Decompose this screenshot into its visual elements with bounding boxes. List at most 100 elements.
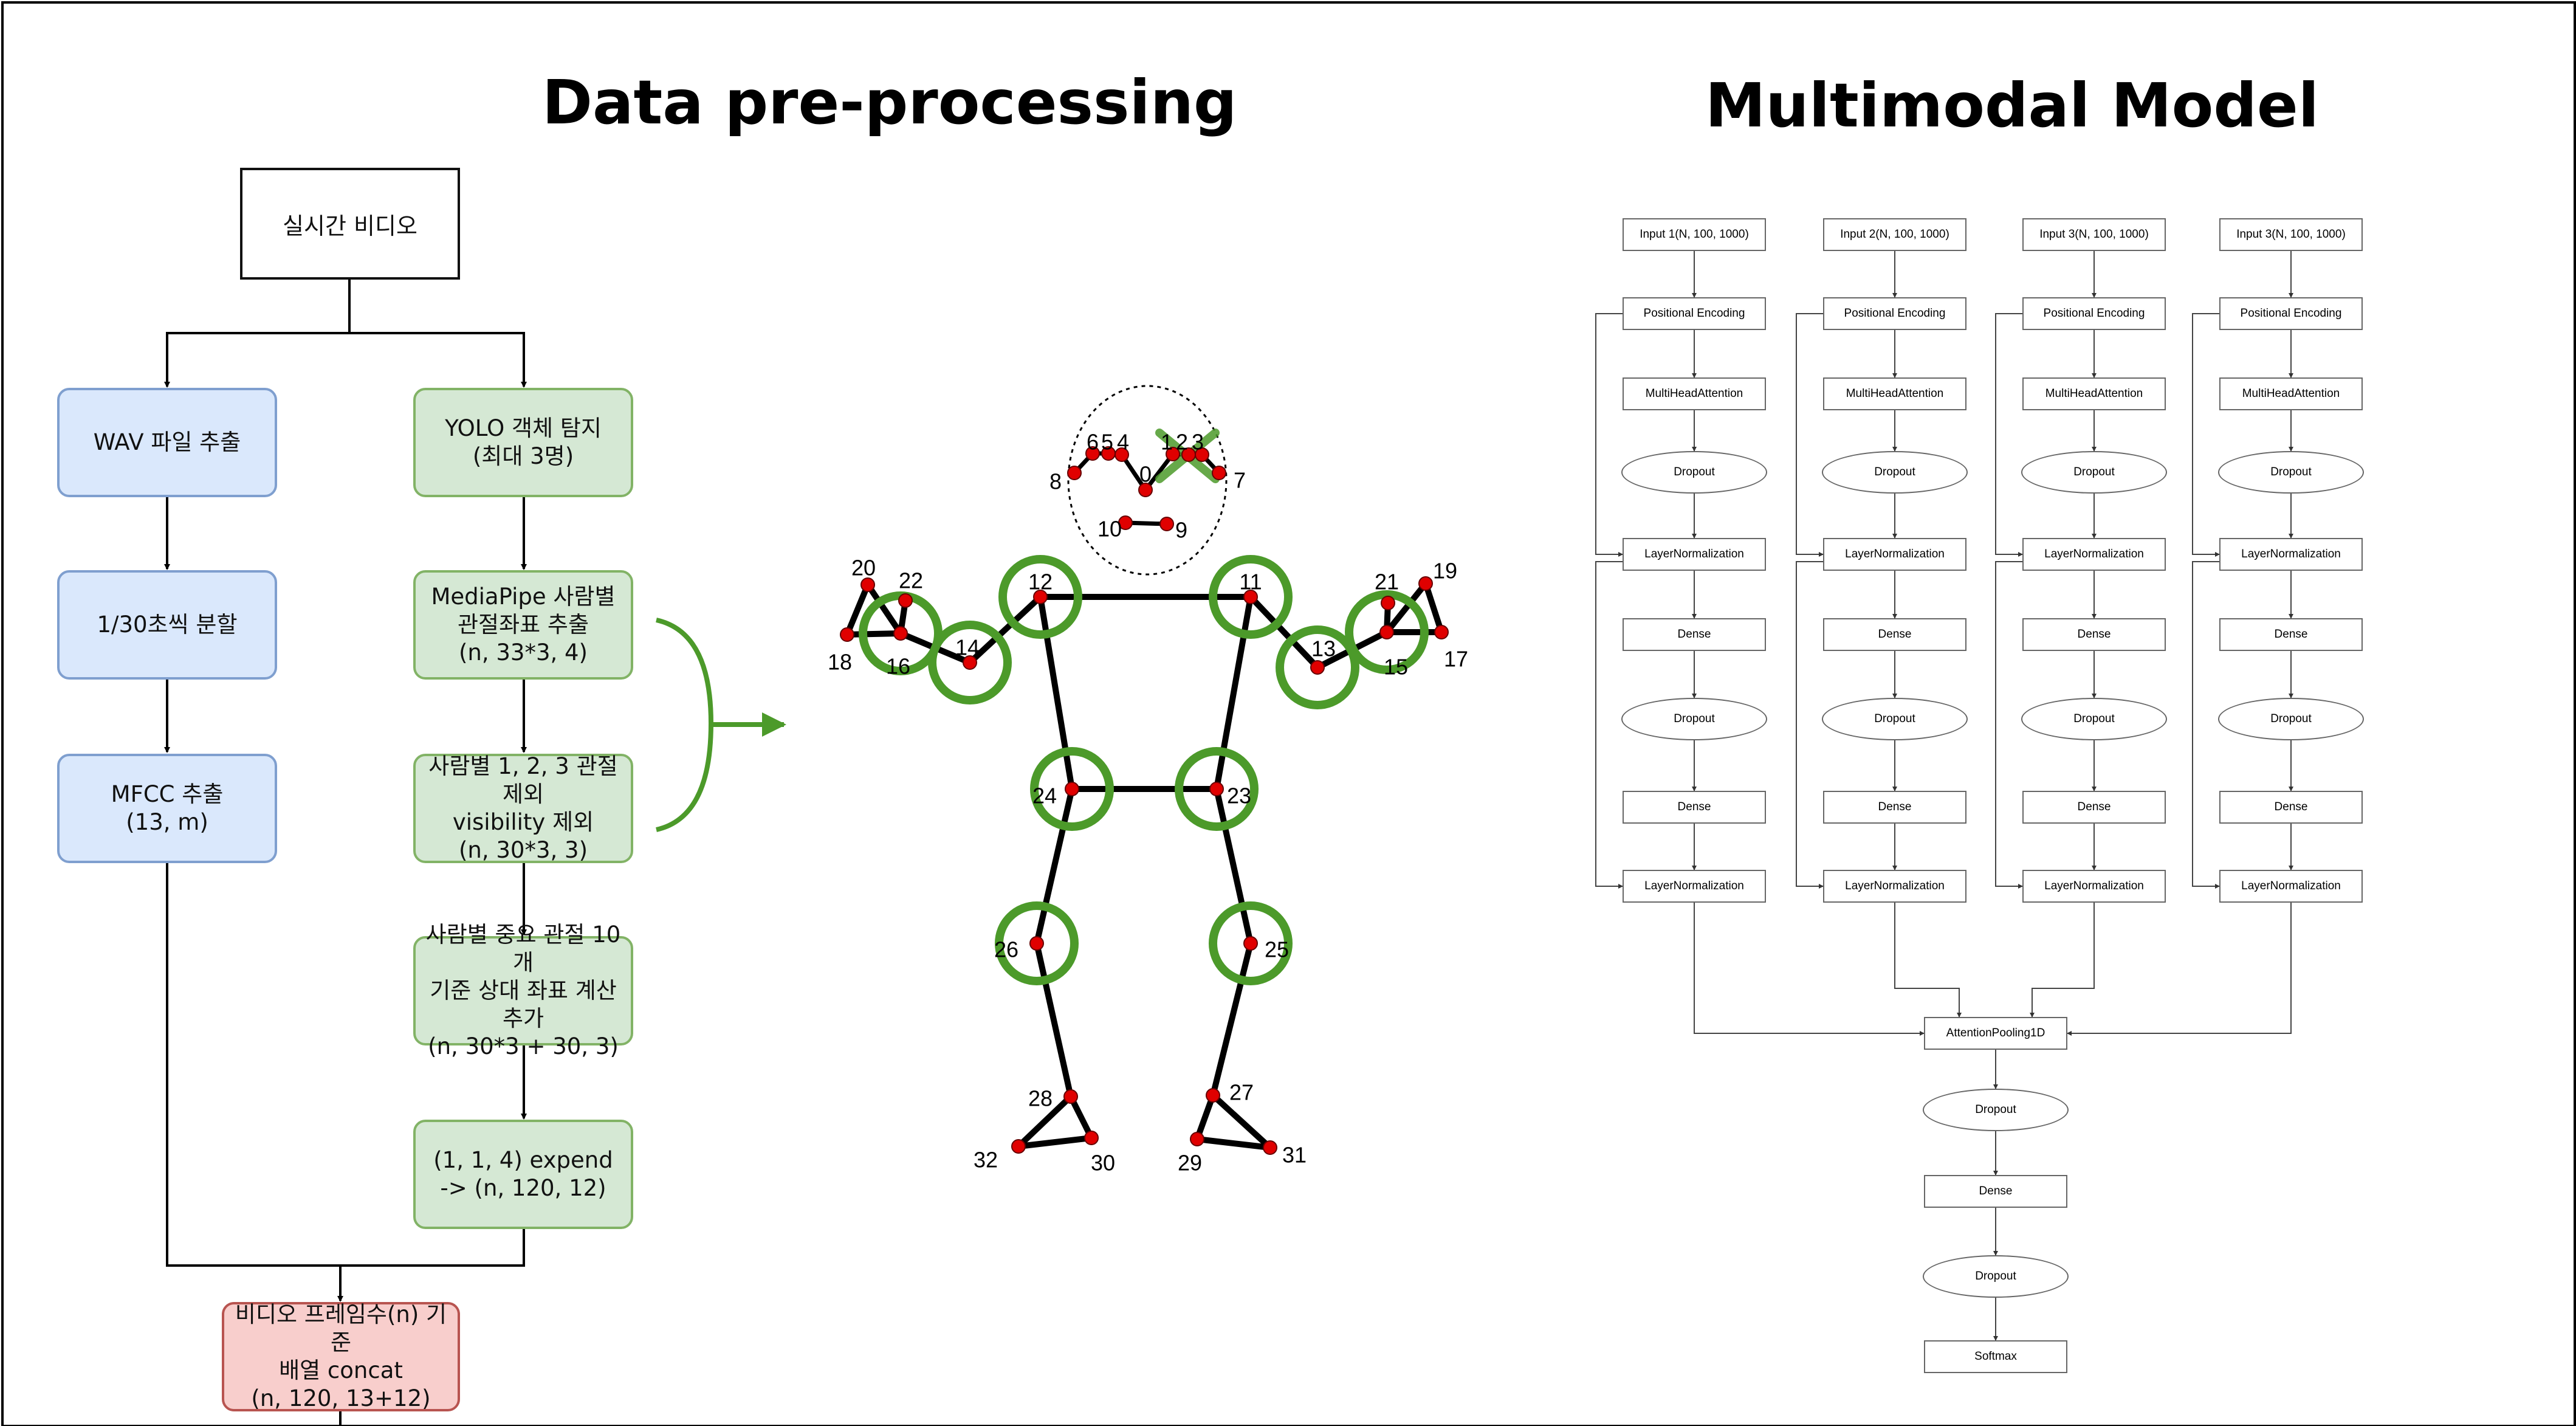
branch-4-layer-5: Dense <box>2219 618 2363 651</box>
model-input-4: Input 3(N, 100, 1000) <box>2219 218 2363 251</box>
branch-4-layer-8: LayerNormalization <box>2219 870 2363 903</box>
joint-23 <box>1209 782 1224 796</box>
joint-highlight-15 <box>1345 590 1429 674</box>
bone-27-31 <box>1210 1092 1273 1151</box>
joint-label-30: 30 <box>1091 1151 1115 1176</box>
branch-1-skip-1 <box>1595 313 1623 557</box>
joint-32 <box>1011 1139 1026 1154</box>
joint-label-16: 16 <box>886 654 910 679</box>
expand-box: (1, 1, 4) expend -> (n, 120, 12) <box>413 1120 633 1229</box>
branch-3-layer-2: MultiHeadAttention <box>2022 377 2166 410</box>
joint-16 <box>893 626 908 641</box>
bone-26-28 <box>1034 940 1074 1100</box>
joint-29 <box>1190 1132 1204 1146</box>
branch-1-layer-1: Positional Encoding <box>1623 297 1766 330</box>
joint-28 <box>1063 1089 1078 1104</box>
model-input-3: Input 3(N, 100, 1000) <box>2022 218 2166 251</box>
mediapipe-box: MediaPipe 사람별 관절좌표 추출 (n, 33*3, 4) <box>413 570 633 680</box>
head-layer-1: AttentionPooling1D <box>1924 1017 2067 1050</box>
joint-label-7: 7 <box>1234 468 1246 493</box>
branch-1-layer-6: Dropout <box>1621 698 1767 740</box>
branch-2-skip-2 <box>1796 561 1824 889</box>
bracket-to-pose-arrow <box>656 618 786 832</box>
joint-label-13: 13 <box>1311 636 1336 661</box>
joint-label-20: 20 <box>851 556 876 580</box>
bone-29-31 <box>1194 1136 1273 1151</box>
face-region <box>1067 385 1228 576</box>
joint-label-5: 5 <box>1101 430 1113 455</box>
branch-2-layer-6: Dropout <box>1822 698 1968 740</box>
joint-14 <box>963 655 977 670</box>
bone-12-14 <box>967 594 1043 666</box>
joint-label-10: 10 <box>1097 517 1122 542</box>
branch-1-layer-2: MultiHeadAttention <box>1623 377 1766 410</box>
joint-8 <box>1067 466 1082 480</box>
bone-11-13 <box>1248 594 1321 670</box>
joint-label-24: 24 <box>1032 784 1057 808</box>
joint-highlight-25 <box>1209 901 1293 985</box>
branch-2-layer-1: Positional Encoding <box>1823 297 1966 330</box>
bone-18-20 <box>844 582 871 638</box>
realtime-video-box: 실시간 비디오 <box>240 168 460 280</box>
concat-box: 비디오 프레임수(n) 기준 배열 concat (n, 120, 13+12) <box>222 1301 460 1411</box>
bone-28-30 <box>1068 1094 1094 1141</box>
joint-24 <box>1065 782 1079 796</box>
bone-16-18 <box>844 630 904 638</box>
joint-label-29: 29 <box>1178 1151 1202 1176</box>
yolo-box: YOLO 객체 탐지 (최대 3명) <box>413 388 633 497</box>
joint-5 <box>1101 446 1116 461</box>
joint-label-1: 1 <box>1161 430 1173 455</box>
joint-label-28: 28 <box>1028 1086 1053 1111</box>
joint-label-17: 17 <box>1444 647 1468 672</box>
joint-25 <box>1243 936 1258 951</box>
joint-label-3: 3 <box>1192 430 1204 455</box>
branch-3-skip-1 <box>1995 313 2023 557</box>
joint-highlight-14 <box>928 621 1012 704</box>
relative-coords-label: 사람별 중요 관절 10개 기준 상대 좌표 계산 추가 (n, 30*3 + … <box>425 921 621 1059</box>
branch-2-layer-3: Dropout <box>1822 451 1968 494</box>
branch-4-skip-2 <box>2192 561 2220 889</box>
joint-30 <box>1084 1131 1099 1145</box>
bone-11-23 <box>1214 594 1254 792</box>
joint-highlight-11 <box>1209 555 1293 639</box>
merge-edge-1 <box>1694 903 1925 1036</box>
joint-label-23: 23 <box>1227 784 1251 808</box>
branch-3-layer-5: Dense <box>2022 618 2166 651</box>
branch-3-layer-3: Dropout <box>2021 451 2167 494</box>
model-input-2: Input 2(N, 100, 1000) <box>1823 218 1966 251</box>
head-layer-2: Dropout <box>1923 1089 2069 1131</box>
joint-21 <box>1381 596 1395 610</box>
joint-12 <box>1033 590 1048 604</box>
bone-15-19 <box>1384 580 1429 635</box>
joint-10 <box>1118 515 1133 530</box>
joint-3 <box>1195 447 1209 462</box>
head-layer-5: Softmax <box>1924 1340 2067 1373</box>
head-layer-4: Dropout <box>1923 1255 2069 1298</box>
model-input-1: Input 1(N, 100, 1000) <box>1623 218 1766 251</box>
branch-4-layer-1: Positional Encoding <box>2219 297 2363 330</box>
relative-coords-box: 사람별 중요 관절 10개 기준 상대 좌표 계산 추가 (n, 30*3 + … <box>413 921 633 1059</box>
joint-exclude-box: 사람별 1, 2, 3 관절 제외 visibility 제외 (n, 30*3… <box>413 753 633 863</box>
joint-label-2: 2 <box>1176 430 1188 455</box>
realtime-video-label: 실시간 비디오 <box>283 212 417 239</box>
branch-1-layer-3: Dropout <box>1621 451 1767 494</box>
bone-27-29 <box>1194 1092 1216 1142</box>
yolo-label: YOLO 객체 탐지 (최대 3명) <box>445 415 602 469</box>
mfcc-label: MFCC 추출 (13, m) <box>111 781 224 835</box>
joint-label-6: 6 <box>1087 430 1099 455</box>
joint-6 <box>1085 446 1100 461</box>
branch-4-layer-4: LayerNormalization <box>2219 538 2363 571</box>
joint-label-0: 0 <box>1139 462 1152 487</box>
wav-extract-box: WAV 파일 추출 <box>57 388 277 497</box>
concat-label: 비디오 프레임수(n) 기준 배열 concat (n, 120, 13+12) <box>235 1301 447 1411</box>
bone-23-25 <box>1214 786 1254 946</box>
model-title: Multimodal Model <box>1705 70 2320 141</box>
branch-1-layer-4: LayerNormalization <box>1623 538 1766 571</box>
merge-edge-3 <box>2030 903 2095 1018</box>
mfcc-box: MFCC 추출 (13, m) <box>57 754 277 863</box>
branch-1-layer-7: Dense <box>1623 791 1766 824</box>
bone-0-1 <box>1143 452 1175 492</box>
branch-4-layer-7: Dense <box>2219 791 2363 824</box>
